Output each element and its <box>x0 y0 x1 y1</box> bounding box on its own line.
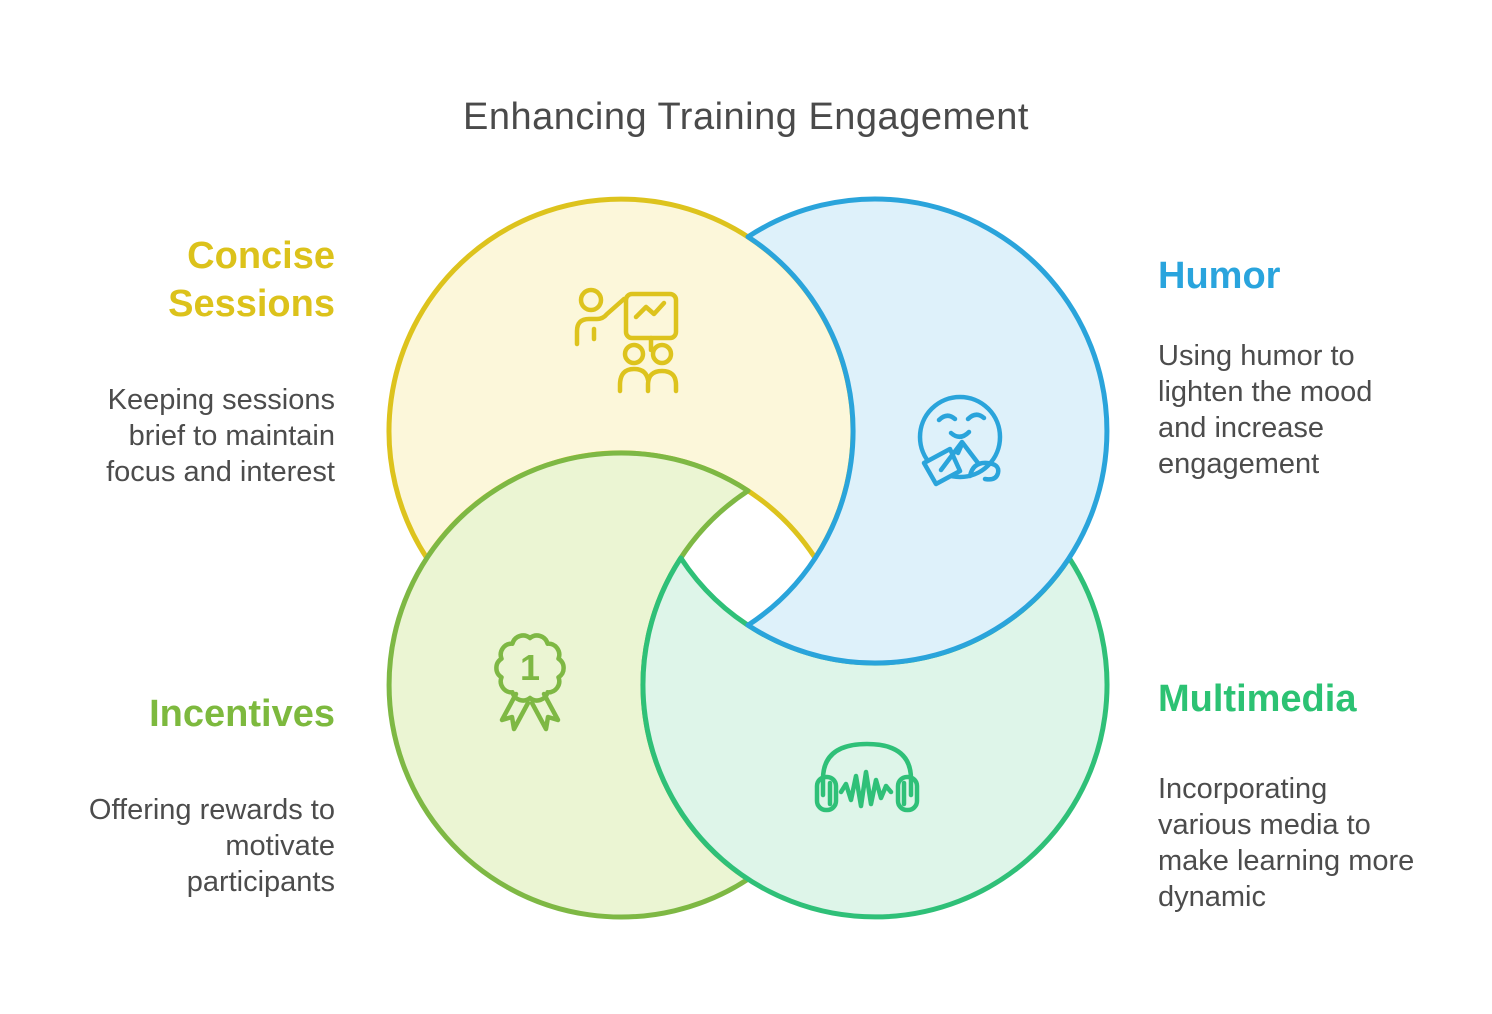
headphones-waveform-icon <box>814 741 920 813</box>
label-humor: Humor Using humor to lighten the mood an… <box>1158 234 1478 500</box>
smiley-reading-book-icon <box>917 394 1003 487</box>
humor-heading: Humor <box>1158 255 1281 297</box>
concise-sessions-description: Keeping sessions brief to maintain focus… <box>106 384 335 488</box>
petal-humor <box>745 196 1110 666</box>
label-multimedia: Multimedia Incorporating various media t… <box>1158 657 1488 933</box>
incentives-description: Offering rewards to motivate participant… <box>88 794 335 898</box>
presentation-training-icon <box>574 287 679 394</box>
page-title: Enhancing Training Engagement <box>463 96 1029 138</box>
label-concise-sessions: Concise Sessions Keeping sessions brief … <box>0 214 335 508</box>
label-incentives: Incentives Offering rewards to motivate … <box>0 672 335 918</box>
humor-description: Using humor to lighten the mood and incr… <box>1158 340 1373 480</box>
concise-sessions-heading: Concise Sessions <box>168 235 335 325</box>
multimedia-heading: Multimedia <box>1158 678 1357 720</box>
first-place-ribbon-icon: 1 <box>494 633 566 732</box>
first-place-number: 1 <box>520 647 540 688</box>
multimedia-description: Incorporating various media to make lear… <box>1158 773 1415 913</box>
incentives-heading: Incentives <box>149 693 335 735</box>
